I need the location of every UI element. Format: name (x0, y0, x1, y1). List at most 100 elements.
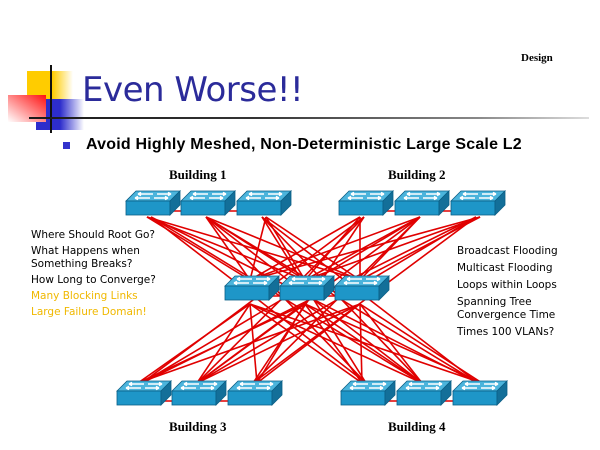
switch-b4-1-icon (340, 380, 396, 406)
arrow-icon (256, 276, 271, 282)
arrow-icon (245, 195, 261, 201)
arrow-icon (145, 385, 160, 391)
switch-b2-3-icon (450, 190, 506, 216)
link-layer (137, 210, 483, 402)
link-b3-core (196, 303, 251, 384)
switch-core-2-icon (279, 275, 335, 301)
switch-b4-2-icon (396, 380, 452, 406)
warning-failure-domain: Large Failure Domain! (31, 306, 147, 318)
arrow-icon (236, 385, 252, 391)
link-b2-core (249, 216, 481, 281)
switch-b3-2-icon (171, 380, 227, 406)
arrow-icon (253, 280, 268, 286)
arrow-icon (459, 195, 475, 201)
arrow-icon (268, 191, 283, 197)
arrow-icon (154, 195, 169, 201)
link-b2-core (249, 216, 361, 281)
arrow-icon (350, 191, 366, 197)
bullet-icon (63, 142, 70, 149)
arrow-icon (134, 195, 150, 201)
arrow-icon (366, 276, 381, 282)
arrow-icon (405, 385, 421, 391)
arrow-icon (481, 385, 496, 391)
arrow-icon (125, 385, 141, 391)
arrow-icon (349, 385, 365, 391)
arrow-icon (426, 191, 441, 197)
arrow-icon (203, 381, 218, 387)
link-b3-core (256, 303, 361, 384)
arrow-icon (265, 195, 280, 201)
arrow-icon (363, 280, 378, 286)
arrow-icon (128, 381, 144, 387)
arrow-icon (372, 381, 387, 387)
arrow-icon (462, 191, 478, 197)
note-stp: Spanning Tree Convergence Time (457, 296, 556, 321)
arrow-icon (200, 385, 215, 391)
link-b1-core (205, 216, 251, 281)
switch-b4-3-icon (452, 380, 508, 406)
link-b1-core (265, 216, 361, 281)
switch-core-3-icon (334, 275, 390, 301)
arrow-icon (233, 280, 249, 286)
arrow-icon (157, 191, 172, 197)
building-2-label: Building 2 (388, 167, 446, 182)
arrow-icon (346, 276, 362, 282)
arrow-icon (343, 280, 359, 286)
arrow-icon (288, 280, 304, 286)
arrow-icon (259, 381, 274, 387)
note-loops: Loops within Loops (457, 279, 557, 291)
section-label: Design (521, 52, 553, 64)
switch-b2-1-icon (338, 190, 394, 216)
note-broadcast: Broadcast Flooding (457, 245, 558, 257)
switch-b2-2-icon (394, 190, 450, 216)
left-notes: Where Should Root Go? What Happens when … (31, 229, 181, 322)
question-root: Where Should Root Go? (31, 229, 155, 241)
arrow-icon (406, 191, 422, 197)
arrow-icon (209, 195, 224, 201)
arrow-icon (484, 381, 499, 387)
arrow-icon (425, 385, 440, 391)
arrow-icon (403, 195, 419, 201)
arrow-icon (256, 385, 271, 391)
switch-b1-1-icon (125, 190, 181, 216)
arrow-icon (137, 191, 153, 197)
link-b2-core (249, 216, 421, 281)
arrow-icon (239, 381, 255, 387)
arrow-icon (192, 191, 208, 197)
arrow-icon (352, 381, 368, 387)
arrow-icon (291, 276, 307, 282)
arrow-icon (367, 195, 382, 201)
right-notes: Broadcast Flooding Multicast Flooding Lo… (457, 245, 597, 343)
link-b2-core (359, 216, 481, 281)
link-b4-core (249, 303, 483, 384)
title-underline (29, 117, 589, 119)
arrow-icon (308, 280, 323, 286)
arrow-icon (212, 191, 227, 197)
switch-b1-2-icon (180, 190, 236, 216)
bullet-text: Avoid Highly Meshed, Non-Deterministic L… (86, 136, 522, 153)
arrow-icon (479, 195, 494, 201)
arrow-icon (248, 191, 264, 197)
question-converge: How Long to Converge? (31, 274, 156, 286)
link-b4-core (304, 303, 423, 384)
note-multicast: Multicast Flooding (457, 262, 553, 274)
arrow-icon (482, 191, 497, 197)
building-1-label: Building 1 (169, 167, 227, 182)
building-4-label: Building 4 (388, 419, 446, 434)
arrow-icon (428, 381, 443, 387)
arrow-icon (148, 381, 163, 387)
note-vlans: Times 100 VLANs? (457, 326, 555, 338)
arrow-icon (464, 381, 480, 387)
arrow-icon (461, 385, 477, 391)
arrow-icon (180, 385, 196, 391)
switch-b3-1-icon (116, 380, 172, 406)
arrow-icon (347, 195, 363, 201)
arrow-icon (370, 191, 385, 197)
slide-title: Even Worse!! (82, 70, 304, 110)
link-b4-core (249, 303, 423, 384)
arrow-icon (369, 385, 384, 391)
arrow-icon (183, 381, 199, 387)
question-breaks: What Happens when Something Breaks? (31, 245, 140, 270)
warning-blocking-links: Many Blocking Links (31, 290, 138, 302)
